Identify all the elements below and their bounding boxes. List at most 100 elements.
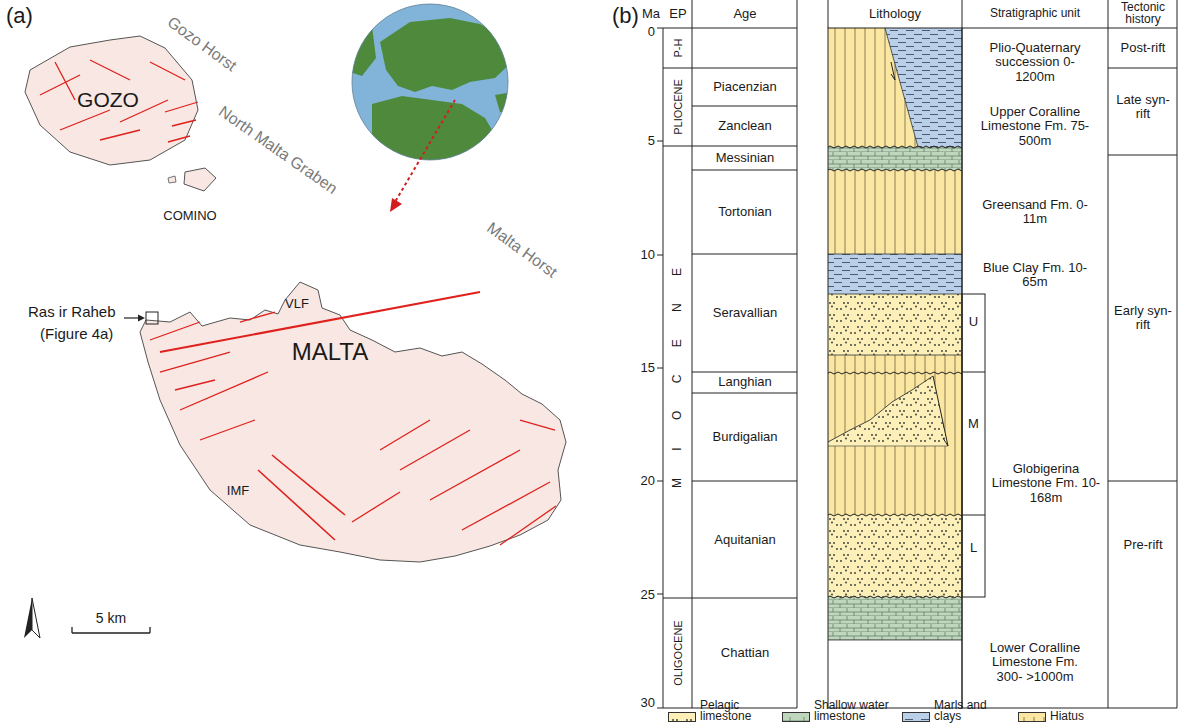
unconformity-line	[828, 514, 962, 516]
path-shape	[663, 68, 797, 598]
stage-name: Tortonian	[718, 205, 771, 219]
path-shape	[657, 28, 663, 708]
epoch-name: PLIOCENE	[672, 79, 684, 135]
lithology-column	[828, 28, 962, 708]
island-name: MALTA	[292, 339, 368, 365]
swatch-fill	[783, 717, 810, 722]
age-tick: 20	[641, 474, 655, 488]
age-tick: 0	[648, 25, 655, 39]
rect-shape	[828, 254, 962, 294]
path-shape	[828, 376, 933, 442]
swatch-fill	[1019, 717, 1046, 722]
legend-text: Hiatus	[1050, 711, 1130, 722]
stage-name: Burdigalian	[712, 430, 777, 444]
rect-shape	[828, 28, 962, 708]
scale-label: 5 km	[96, 611, 126, 626]
age-tick: 10	[641, 248, 655, 262]
path-shape	[24, 598, 32, 638]
rect-shape	[828, 147, 962, 170]
epoch-name: P-H	[672, 39, 684, 58]
column-header: Ma	[642, 7, 660, 21]
comino-island	[168, 168, 216, 191]
g-shape	[350, 18, 515, 170]
stage-name: Piacenzian	[713, 80, 777, 94]
path-shape	[962, 372, 985, 515]
member-letter: L	[970, 541, 977, 555]
column-header: Lithology	[869, 7, 921, 21]
rect-shape	[828, 515, 962, 597]
path-shape	[885, 28, 962, 147]
rect-shape	[828, 170, 962, 254]
path-shape	[885, 28, 962, 147]
age-tick: 30	[641, 696, 655, 710]
path-shape	[1108, 68, 1177, 481]
stage-name: Messinian	[716, 151, 775, 165]
path-shape	[891, 62, 895, 80]
unconformity-line	[828, 169, 962, 171]
location-arrow	[390, 100, 455, 212]
column-header: Age	[733, 7, 756, 21]
rect-shape	[828, 294, 962, 355]
rect-shape	[828, 294, 962, 355]
path-shape	[184, 168, 216, 191]
path-shape	[350, 20, 376, 76]
globe	[350, 4, 515, 170]
age-tick: 15	[641, 361, 655, 375]
path-shape	[40, 60, 198, 142]
swatch-pattern	[903, 717, 930, 722]
formation-name: Lower Coralline Limestone Fm. 300- >1000…	[979, 641, 1091, 684]
legend-text: Marls and clays	[934, 700, 996, 722]
path-shape	[828, 254, 962, 640]
formation-name: Globigerina Limestone Fm. 10-168m	[990, 462, 1102, 505]
path-shape	[352, 420, 556, 545]
path-shape	[32, 598, 40, 638]
swatch-pattern	[1019, 717, 1046, 722]
legend-swatch	[782, 712, 810, 722]
path-shape	[663, 0, 1177, 708]
stage-name: Seravallian	[713, 306, 777, 320]
column-header: EP	[669, 7, 686, 21]
age-tick: 5	[648, 134, 655, 148]
tectonic-phase: Early syn-rift	[1111, 304, 1175, 333]
rect-shape	[828, 28, 962, 147]
path-shape	[380, 18, 512, 92]
tectonic-phase: Post-rift	[1111, 41, 1175, 55]
member-letter: M	[968, 417, 979, 431]
legend-text: Pelagic limestone	[700, 700, 762, 722]
path-shape	[390, 198, 402, 212]
path-shape	[140, 282, 566, 562]
stage-name: Langhian	[718, 375, 772, 389]
legend-swatch	[1018, 712, 1046, 722]
panel-letter: (a)	[6, 4, 33, 28]
malta-island	[140, 282, 566, 562]
fault-name: IMF	[227, 484, 249, 498]
unconformity-line	[828, 596, 962, 598]
age-tick: 25	[641, 588, 655, 602]
rect-shape	[828, 147, 962, 170]
path-shape	[828, 376, 948, 446]
stage-name: Chattian	[721, 646, 769, 660]
epoch-name: M I O C E N E	[671, 256, 684, 488]
rect-shape	[828, 355, 962, 515]
stage-name: Zanclean	[718, 119, 771, 133]
rect-shape	[828, 355, 962, 515]
rect-shape	[828, 254, 962, 294]
scale-bar	[72, 627, 150, 633]
figure-ref: (Figure 4a)	[40, 326, 113, 343]
swatch-fill	[903, 717, 930, 722]
path-shape	[885, 28, 918, 147]
island-name: COMINO	[163, 209, 216, 223]
place-name: Ras ir Raheb	[28, 304, 116, 321]
rect-shape	[828, 597, 962, 640]
swatch-pattern	[783, 717, 810, 722]
unconformity-line	[828, 372, 962, 374]
rect-shape	[828, 597, 962, 640]
path-shape	[395, 100, 455, 202]
tectonic-phase: Late syn-rift	[1111, 93, 1175, 122]
path-shape	[138, 315, 145, 322]
path-shape	[663, 28, 1177, 708]
legend-swatch	[668, 712, 696, 722]
tectonic-phase: Pre-rift	[1111, 538, 1175, 552]
swatch-pattern	[669, 717, 696, 722]
